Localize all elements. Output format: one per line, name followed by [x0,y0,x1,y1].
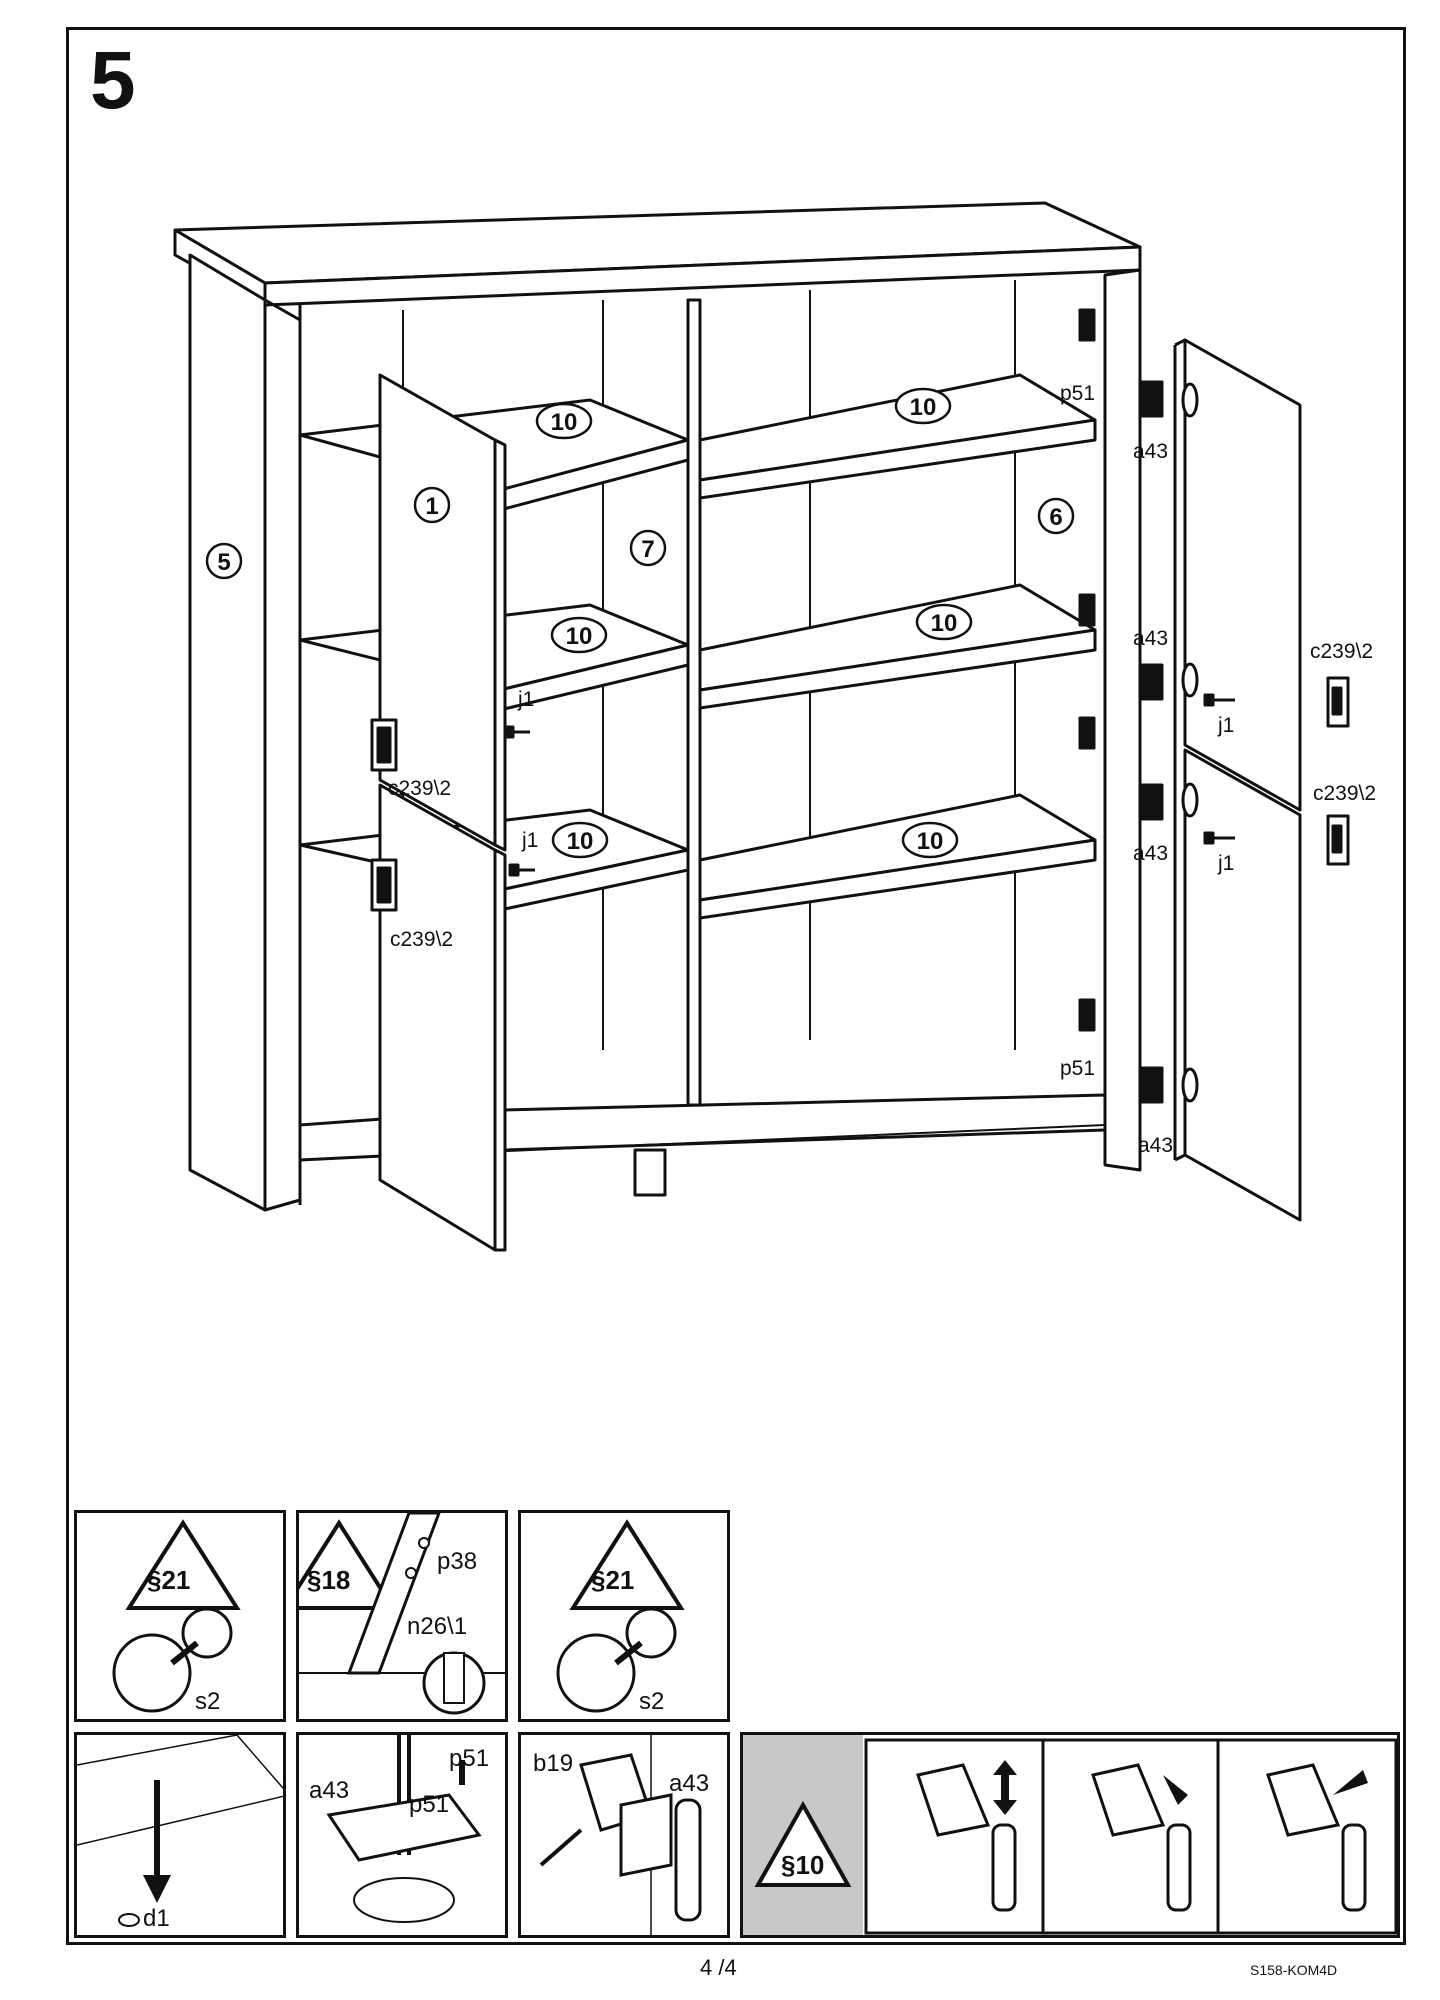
label-c239-right-low: c239\2 [1313,782,1376,805]
screw-j1-right-top [1203,693,1235,707]
cabinet-drawing: 1 5 7 6 10 10 10 10 10 10 p51 a43 a43 a4… [173,201,1376,1252]
panel-hinge-adjustment: §10 [740,1732,1400,1938]
step-number: 5 [90,35,136,126]
warning-10: §10 [781,1850,825,1880]
label-part-7: 7 [641,536,654,563]
page-frame [66,27,1406,1945]
document-code: S158-KOM4D [1250,1962,1338,1978]
label-p51-panel5-a: p51 [409,1791,450,1818]
side-panel-5 [188,253,267,1212]
screw-j1-right-low [1203,831,1235,845]
label-n26: n26\1 [407,1613,468,1640]
door-right-lower [1183,748,1302,1222]
label-a43-panel6: a43 [669,1770,710,1797]
label-shelf-10-d: 10 [931,610,958,637]
label-j1-left-low: j1 [521,829,538,852]
label-p51-top: p51 [1060,382,1095,405]
screw-j1-left-top [503,725,530,739]
hinge-plate-p51-bottom [1078,998,1096,1032]
door-1-upper [378,373,497,847]
label-shelf-10-e: 10 [567,828,594,855]
panel-cap-s2-right: §21 s2 [518,1510,730,1722]
page-number: 4 /4 [700,1955,737,1980]
label-a43-mid: a43 [1133,627,1168,650]
hinge-a43-bottom [1138,1066,1199,1104]
divider-7 [686,298,702,1107]
hinge-a43-top [1138,380,1199,418]
label-shelf-10-a: 10 [551,409,578,436]
label-a43-low: a43 [1133,842,1168,865]
label-p51-bottom: p51 [1060,1057,1095,1080]
label-j1-left-top: j1 [517,688,534,711]
label-c239-right-top: c239\2 [1310,640,1373,663]
hinge-a43-low [1138,782,1199,821]
warning-21-left: §21 [147,1565,191,1595]
label-shelf-10-b: 10 [910,394,937,421]
label-part-6: 6 [1049,504,1062,531]
label-p51-panel5-b: p51 [449,1745,490,1772]
panel-cap-s2-left: §21 s2 [74,1510,286,1722]
panel-plinth-d1: d1 [74,1732,286,1938]
label-part-5: 5 [217,549,230,576]
label-s2-left: s2 [195,1688,221,1715]
label-b19: b19 [533,1750,574,1777]
panel-hinge-b19: b19 a43 [518,1732,730,1938]
label-part-1: 1 [425,493,438,520]
screw-j1-left-low [508,863,535,877]
label-c239-left-low: c239\2 [390,928,453,951]
label-a43-top: a43 [1133,440,1168,463]
side-panel-6 [1103,268,1142,1172]
hinge-plate-mid [1078,593,1096,750]
panel-hinge-plate: a43 p51 p51 [296,1732,508,1938]
door-right-upper [1183,338,1302,812]
label-a43-panel5: a43 [309,1777,350,1804]
hinge-a43-mid [1138,662,1199,701]
label-a43-bottom: a43 [1138,1134,1173,1157]
label-s2-right: s2 [639,1688,665,1715]
part-number-circles [205,387,1075,859]
door-left-lower [378,783,497,1252]
label-c239-left-top: c239\2 [388,777,451,800]
panel-hinge-p38: §18 p38 n26\1 [296,1510,508,1722]
label-d1: d1 [143,1905,170,1932]
label-j1-right-top: j1 [1217,714,1234,737]
warning-21-right: §21 [591,1565,635,1595]
label-p38: p38 [437,1548,478,1575]
label-shelf-10-c: 10 [566,623,593,650]
warning-18: §18 [307,1565,351,1595]
label-j1-right-low: j1 [1217,852,1234,875]
hinge-plate-p51-top [1078,308,1096,342]
label-shelf-10-f: 10 [917,828,944,855]
